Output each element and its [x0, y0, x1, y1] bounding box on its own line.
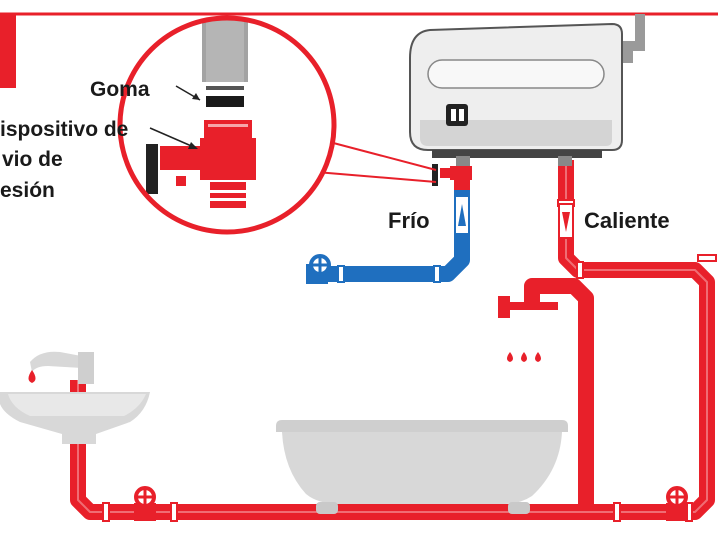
water-drop-icon: [507, 352, 541, 362]
label-goma: Goma: [90, 78, 150, 101]
arrow-head-icon: [188, 142, 198, 149]
rubber-washer-upper: [206, 86, 244, 90]
cold-valve-icon: [306, 254, 441, 284]
flow-arrow-icon: [558, 203, 574, 239]
arrow-head-icon: [192, 93, 200, 100]
zoom-pointer: [315, 139, 437, 183]
rubber-washer: [206, 96, 244, 107]
pipe-joints: [102, 199, 717, 522]
dispositivo-pointer-arrow: [149, 127, 197, 149]
cold-flow-arrow-icon: [454, 195, 470, 235]
heater-control-panel: [446, 104, 468, 126]
corner-red-block: [0, 14, 16, 88]
sink-drop-icon: [28, 370, 36, 383]
label-dispositivo-line3: esión: [0, 179, 55, 202]
valve-icon: [134, 486, 156, 521]
zoom-detail-circle: [117, 15, 337, 235]
label-frio: Frío: [388, 208, 430, 233]
shower-head: [506, 302, 558, 310]
label-caliente: Caliente: [584, 208, 670, 233]
pressure-device-small: [432, 164, 472, 190]
hot-water-pipes: [70, 160, 715, 520]
valve-icon: [666, 486, 688, 521]
shower-wall-mount: [498, 296, 510, 318]
sink: [0, 351, 150, 444]
water-heater: [409, 22, 623, 166]
bathtub: [276, 420, 568, 514]
label-dispositivo-line1: ispositivo de: [0, 118, 128, 141]
label-dispositivo-line2: vio de: [2, 148, 63, 171]
